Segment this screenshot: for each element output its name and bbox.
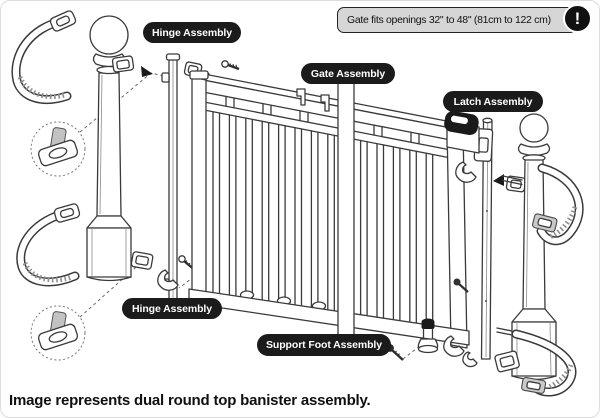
image-caption: Image represents dual round top banister… (9, 392, 371, 409)
left-banister-post (86, 15, 132, 282)
callout-leader-lines (79, 66, 504, 360)
screw-icon (453, 278, 469, 293)
fit-range-info-box: Gate fits openings 32" to 48" (81cm to 1… (337, 7, 577, 33)
gate-slats (212, 111, 434, 327)
screw-icon (221, 60, 240, 71)
latch-rail (480, 117, 493, 360)
exclamation-icon: ! (563, 4, 592, 33)
clamp-detail-callout-bottom (30, 305, 86, 361)
fit-range-text: Gate fits openings 32" to 48" (81cm to 1… (347, 14, 551, 26)
gate-hook (320, 94, 330, 112)
arrow-icon (141, 66, 153, 77)
latch-handle (444, 111, 479, 136)
label-hinge-assembly-bottom: Hinge Assembly (122, 298, 222, 319)
label-support-foot-assembly: Support Foot Assembly (257, 334, 391, 356)
gate-middle-post (337, 76, 355, 339)
latch-assembly-hardware (444, 111, 527, 293)
hinge-hardware-bottom (130, 251, 197, 291)
right-banister-post (496, 113, 557, 381)
latch-hardware-bottom (443, 335, 520, 373)
hinge-rail (161, 53, 181, 312)
right-banister-strap-top (531, 163, 584, 246)
label-gate-assembly: Gate Assembly (301, 63, 395, 84)
left-banister-strap-top (11, 10, 77, 104)
right-banister-strap-bottom (511, 329, 577, 397)
left-banister-strap-bottom (16, 203, 81, 287)
label-hinge-assembly-top: Hinge Assembly (143, 22, 241, 43)
clamp-detail-callout-top (30, 121, 86, 177)
gate-hook (296, 88, 306, 106)
label-latch-assembly: Latch Assembly (443, 91, 543, 112)
gate-panel (188, 70, 470, 349)
arrow-icon (493, 174, 504, 186)
